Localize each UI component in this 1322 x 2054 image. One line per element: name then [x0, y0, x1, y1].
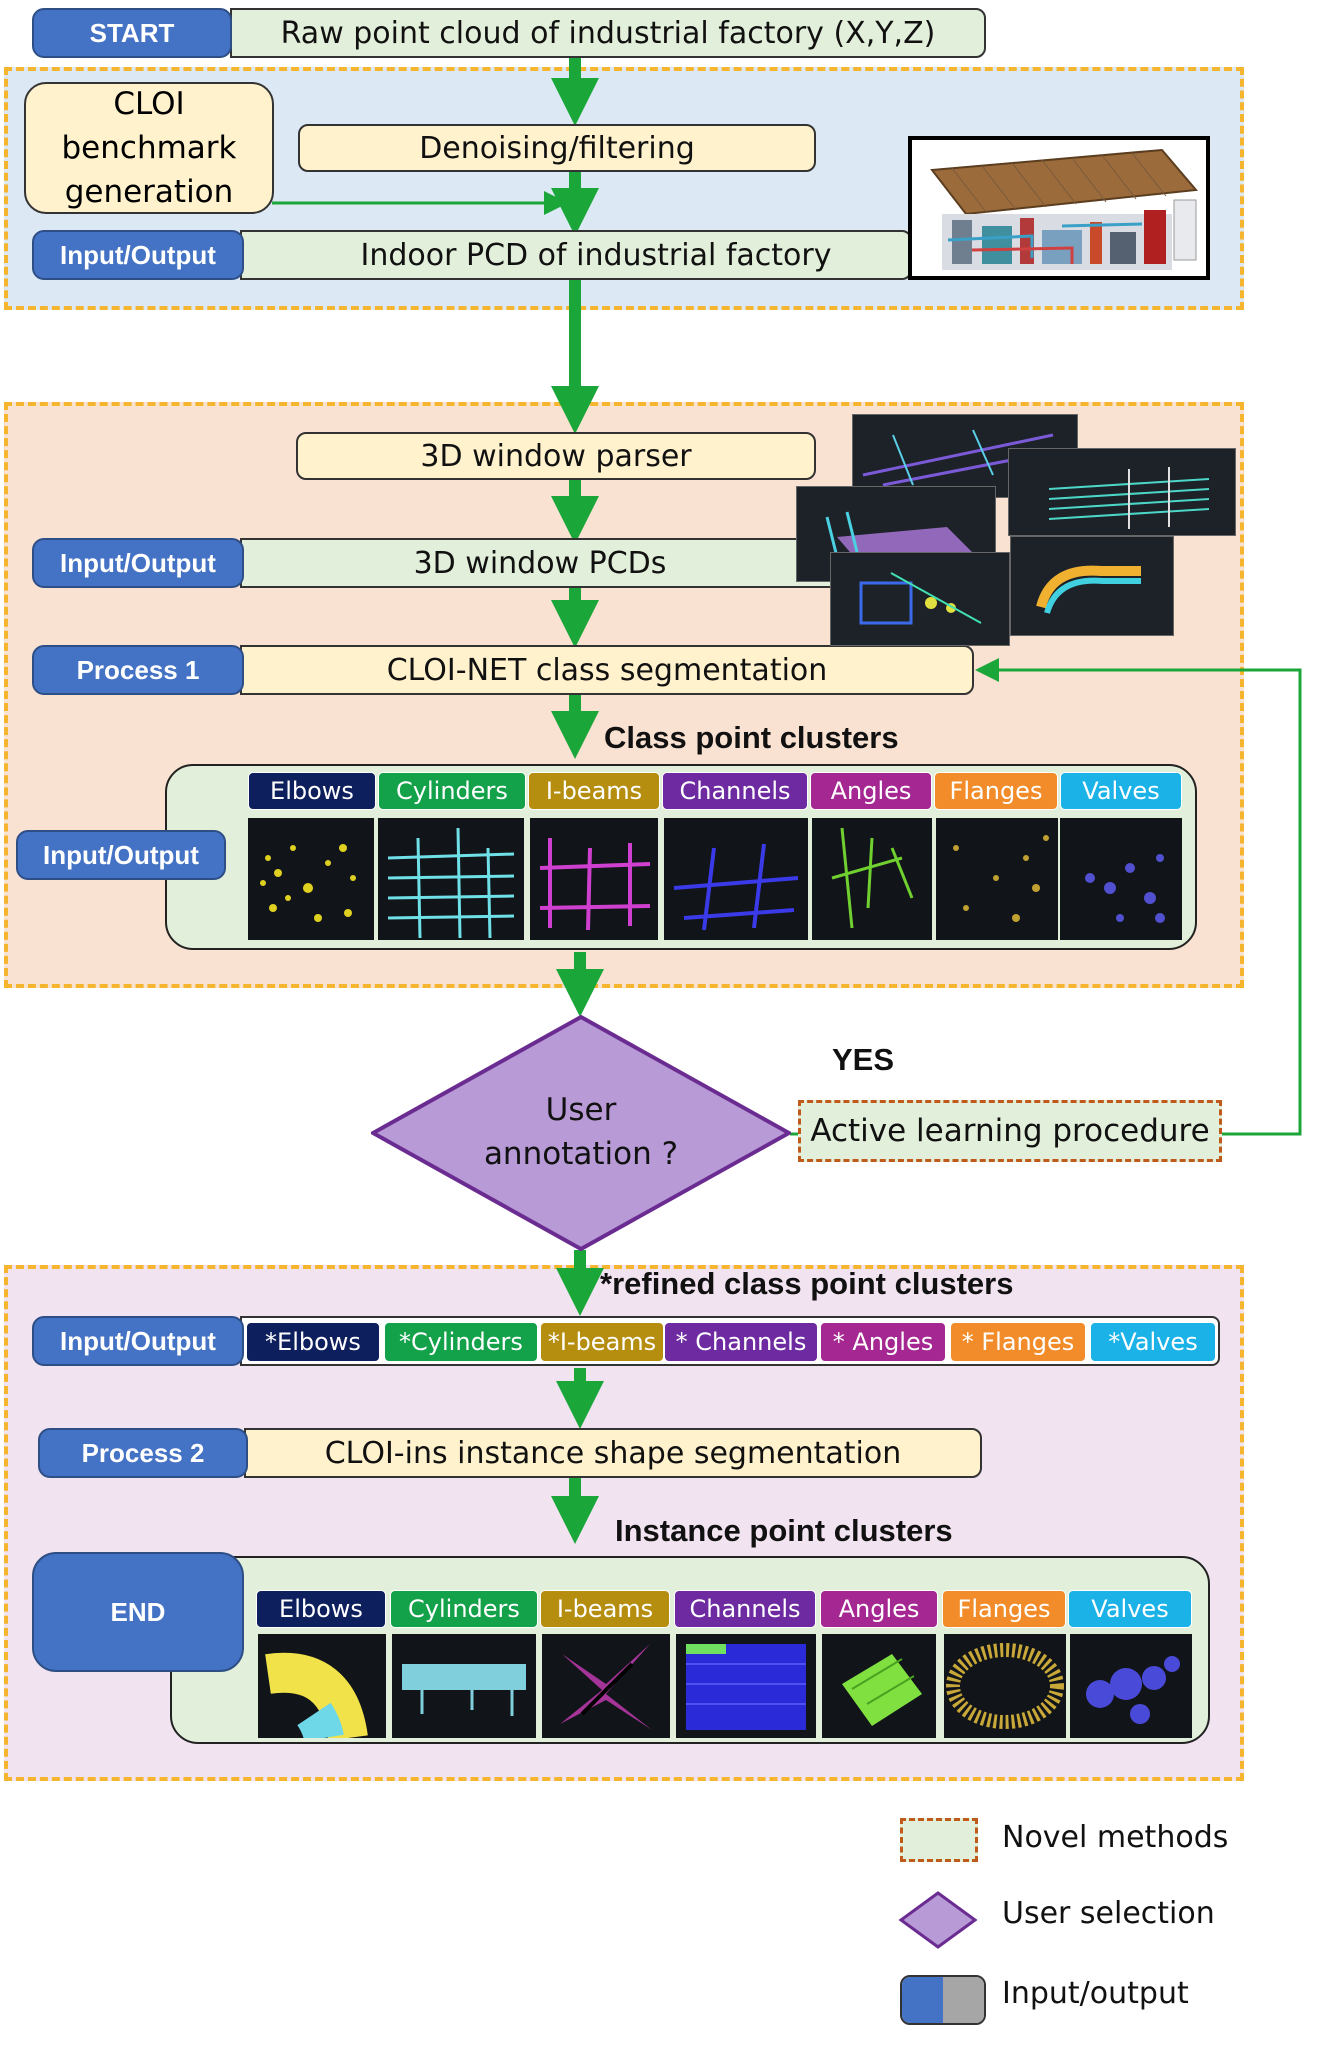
- instance-segmentation-box: CLOI-ins instance shape segmentation: [244, 1428, 982, 1478]
- class-thumb-ibeams: [530, 818, 658, 940]
- instance-thumb-flanges: [944, 1634, 1066, 1738]
- arrow-active-learning-loop: [975, 658, 1302, 1136]
- legend-novel-text: Novel methods: [1002, 1820, 1229, 1855]
- refined-clusters-tag: Input/Output: [32, 1316, 244, 1366]
- legend-user-selection-text: User selection: [1002, 1896, 1215, 1931]
- legend-io-swatch: [900, 1975, 986, 2025]
- refined-label-flanges: * Flanges: [950, 1322, 1086, 1362]
- class-thumb-elbows: [248, 818, 374, 940]
- class-label-channels: Channels: [662, 772, 808, 810]
- class-thumb-cylinders: [378, 818, 524, 940]
- benchmark-generation-text: CLOI benchmark generation: [61, 86, 237, 210]
- class-label-cylinders: Cylinders: [378, 772, 526, 810]
- instance-thumb-ibeams: [542, 1634, 670, 1738]
- class-label-elbows: Elbows: [248, 772, 376, 810]
- legend-diamond-swatch: [898, 1891, 978, 1949]
- window-pcds-box: 3D window PCDs: [240, 538, 840, 588]
- window-pcds-tag: Input/Output: [32, 538, 244, 588]
- refined-label-angles: * Angles: [820, 1322, 946, 1362]
- class-label-angles: Angles: [810, 772, 932, 810]
- window-pcd-image-4: [830, 552, 1010, 646]
- instance-label-angles: Angles: [820, 1590, 938, 1628]
- class-clusters-heading: Class point clusters: [604, 720, 899, 755]
- window-pcd-stack-image: [796, 410, 1236, 646]
- class-segmentation-box: CLOI-NET class segmentation: [240, 645, 974, 695]
- class-label-valves: Valves: [1060, 772, 1182, 810]
- window-pcd-image-2: [1008, 448, 1236, 536]
- instance-label-valves: Valves: [1068, 1590, 1192, 1628]
- instance-thumb-valves: [1070, 1634, 1192, 1738]
- process1-tag: Process 1: [32, 645, 244, 695]
- instance-thumb-cylinders: [392, 1634, 536, 1738]
- raw-point-cloud-box: Raw point cloud of industrial factory (X…: [230, 8, 986, 58]
- instance-thumb-angles: [822, 1634, 936, 1738]
- end-pill: END: [32, 1552, 244, 1672]
- window-pcd-image-5: [1010, 536, 1174, 636]
- instance-thumb-channels: [676, 1634, 816, 1738]
- indoor-pcd-text: Indoor PCD of industrial factory: [360, 237, 832, 273]
- instance-label-cylinders: Cylinders: [390, 1590, 538, 1628]
- refined-label-elbows: *Elbows: [246, 1322, 380, 1362]
- window-parser-box: 3D window parser: [296, 432, 816, 480]
- user-annotation-diamond: [371, 1015, 791, 1251]
- class-thumb-flanges: [936, 818, 1058, 940]
- user-annotation-text: User annotation ?: [483, 1092, 679, 1172]
- refined-label-channels: * Channels: [664, 1322, 818, 1362]
- window-pcds-text: 3D window PCDs: [413, 545, 667, 581]
- instance-label-channels: Channels: [674, 1590, 816, 1628]
- instance-thumb-elbows: [258, 1634, 386, 1738]
- process2-tag: Process 2: [38, 1428, 248, 1478]
- indoor-pcd-box: Indoor PCD of industrial factory: [240, 230, 912, 280]
- instance-label-flanges: Flanges: [942, 1590, 1066, 1628]
- class-thumb-channels: [664, 818, 808, 940]
- instance-clusters-heading: Instance point clusters: [615, 1513, 953, 1548]
- active-learning-text: Active learning procedure: [810, 1113, 1210, 1149]
- benchmark-generation-box: CLOI benchmark generation: [24, 82, 274, 214]
- yes-label: YES: [832, 1042, 895, 1077]
- denoising-box: Denoising/filtering: [298, 124, 816, 172]
- active-learning-box: Active learning procedure: [798, 1100, 1222, 1162]
- factory-render-image: [908, 136, 1210, 280]
- refined-label-valves: *Valves: [1090, 1322, 1216, 1362]
- legend-novel-swatch: [900, 1818, 978, 1862]
- legend-io-text: Input/output: [1002, 1976, 1189, 2011]
- class-label-flanges: Flanges: [934, 772, 1058, 810]
- instance-label-elbows: Elbows: [256, 1590, 386, 1628]
- refined-clusters-heading: *refined class point clusters: [600, 1266, 1014, 1301]
- class-clusters-tag: Input/Output: [16, 830, 226, 880]
- start-pill: START: [32, 8, 232, 58]
- class-thumb-valves: [1060, 818, 1182, 940]
- class-label-ibeams: I-beams: [528, 772, 660, 810]
- indoor-pcd-tag: Input/Output: [32, 230, 244, 280]
- instance-label-ibeams: I-beams: [540, 1590, 670, 1628]
- refined-label-ibeams: *I-beams: [540, 1322, 664, 1362]
- refined-label-cylinders: *Cylinders: [384, 1322, 538, 1362]
- class-thumb-angles: [812, 818, 932, 940]
